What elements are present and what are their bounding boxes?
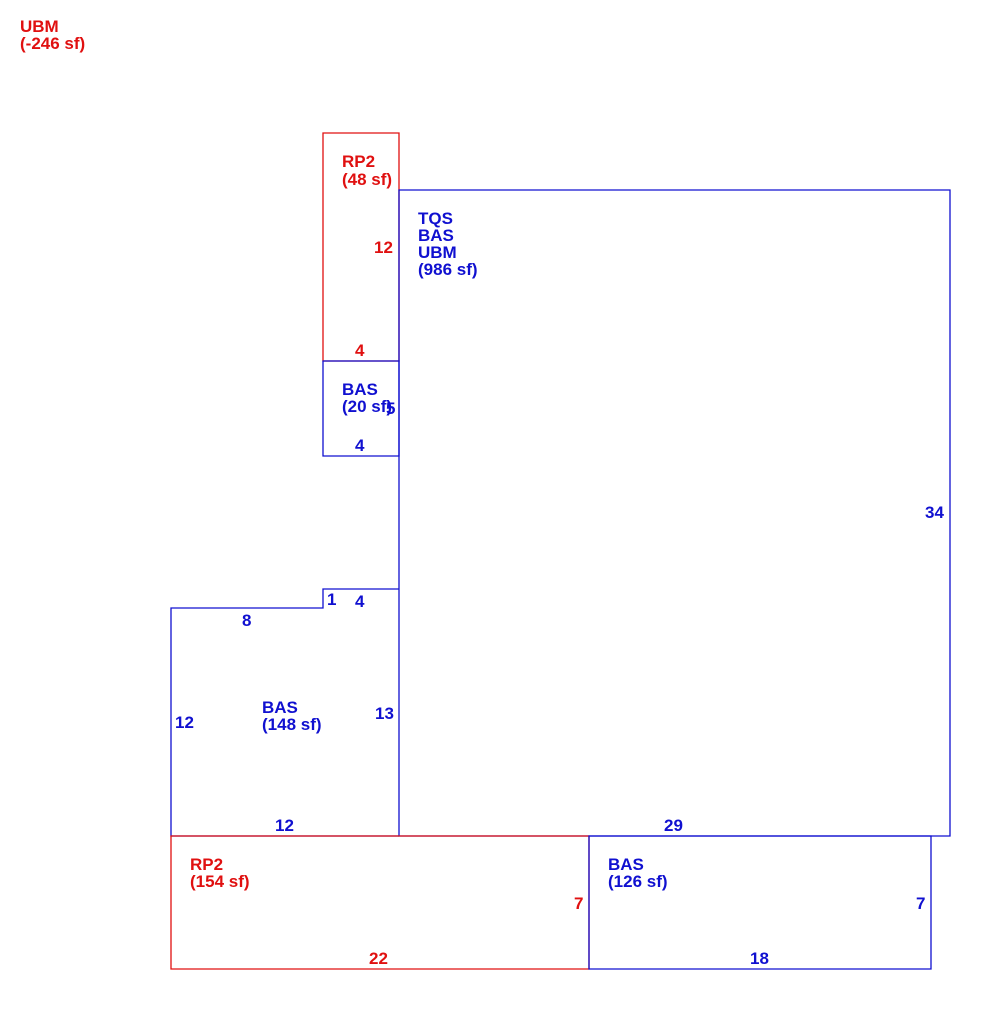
main-area: (986 sf): [418, 260, 478, 279]
rp2-bottom-code: RP2: [190, 855, 223, 874]
dim-bas-bottom-bottom: 18: [750, 949, 769, 968]
dim-left-bottom: 12: [275, 816, 294, 835]
rp2-top-code: RP2: [342, 152, 375, 171]
dim-rp2-top-side: 12: [374, 238, 393, 257]
corner-area-note: UBM (-246 sf): [20, 18, 85, 52]
dim-rp2-bottom-bottom: 22: [369, 949, 388, 968]
rp2-bottom-label: RP2 (154 sf): [190, 855, 250, 891]
bas-bottom-code: BAS: [608, 855, 644, 874]
corner-area-code: UBM: [20, 17, 59, 36]
bas-left-code: BAS: [262, 698, 298, 717]
bas-bottom-label: BAS (126 sf): [608, 855, 668, 891]
bas-left-label: BAS (148 sf): [262, 698, 322, 734]
rp2-bottom-area: (154 sf): [190, 872, 250, 891]
dim-rp2-bottom-side: 7: [574, 894, 583, 913]
main-code-3: UBM: [418, 243, 457, 262]
bas-small-outline: [322, 360, 400, 457]
bas-small-code: BAS: [342, 380, 378, 399]
corner-area-value: (-246 sf): [20, 34, 86, 53]
bas-bottom-area: (126 sf): [608, 872, 668, 891]
dim-step-top: 4: [355, 592, 365, 611]
dim-bas-small-bottom: 4: [355, 436, 365, 455]
main-code-1: TQS: [418, 209, 453, 228]
bas-small-area: (20 sf): [342, 397, 392, 416]
main-code-2: BAS: [418, 226, 454, 245]
bas-bottom-outline: [588, 835, 932, 970]
dim-step-small: 1: [327, 590, 336, 609]
rp2-top-area: (48 sf): [342, 170, 392, 189]
dim-bas-small-side: 5: [386, 399, 395, 418]
bas-small-label: BAS (20 sf): [342, 380, 392, 416]
rp2-top-label: RP2 (48 sf): [342, 152, 392, 189]
dim-left-right: 13: [375, 704, 394, 723]
dim-left-side: 12: [175, 713, 194, 732]
dim-main-right: 34: [925, 503, 944, 522]
bas-left-area: (148 sf): [262, 715, 322, 734]
dim-main-bottom: 29: [664, 816, 683, 835]
main-building-outline: [398, 189, 951, 837]
dim-rp2-top-bottom: 4: [355, 341, 365, 360]
dim-bas-bottom-side: 7: [916, 894, 925, 913]
main-label: TQS BAS UBM (986 sf): [418, 209, 478, 279]
dim-left-top: 8: [242, 611, 251, 630]
